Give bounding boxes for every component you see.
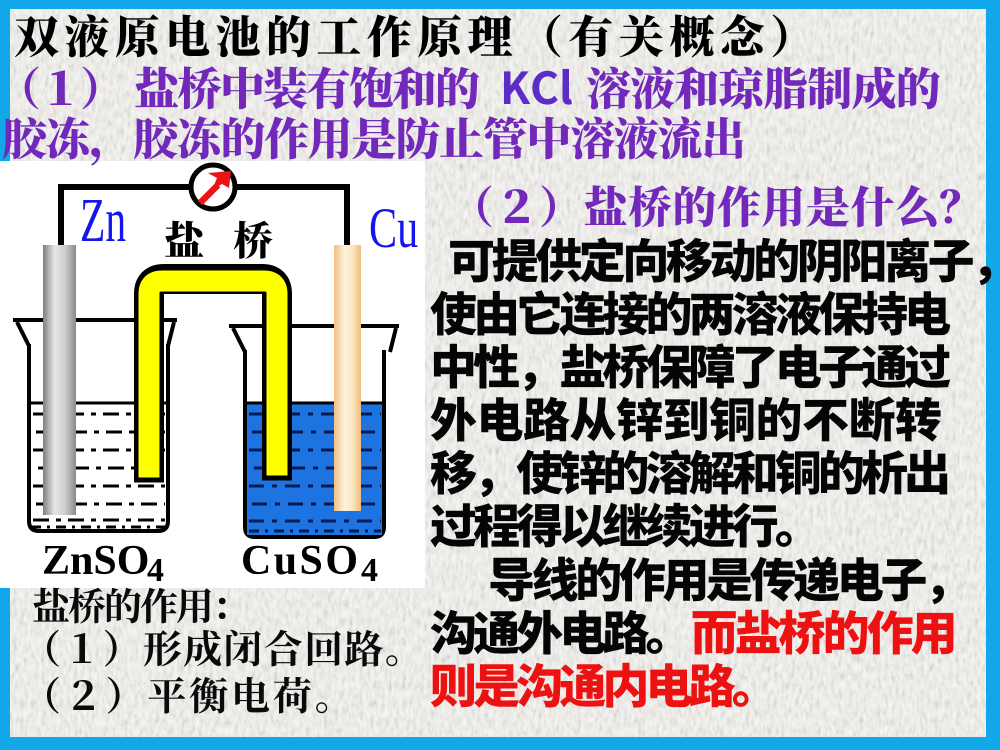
- svg-text:ZnSO: ZnSO: [42, 538, 149, 584]
- svg-text:4: 4: [361, 552, 378, 589]
- svg-text:Zn: Zn: [80, 187, 126, 255]
- svg-text:Cu: Cu: [369, 196, 418, 260]
- svg-text:4: 4: [147, 552, 164, 589]
- svg-text:CuSO: CuSO: [241, 538, 358, 584]
